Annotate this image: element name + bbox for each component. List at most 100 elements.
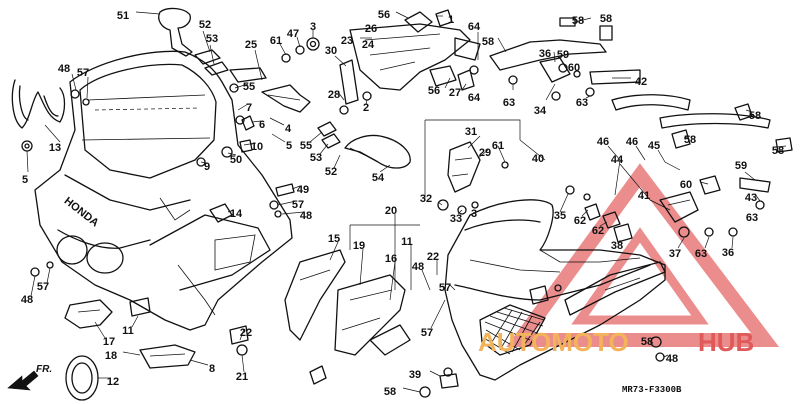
watermark-part1: AUTOMOTO (478, 327, 629, 357)
callout-32: 32 (420, 193, 432, 205)
callout-63: 63 (695, 248, 707, 260)
callout-36: 36 (539, 48, 551, 60)
callout-44: 44 (611, 154, 624, 166)
callout-30: 30 (325, 45, 337, 57)
callout-10: 10 (251, 141, 263, 153)
callout-36: 36 (722, 247, 734, 259)
callout-37: 37 (669, 248, 681, 260)
front-marker-label: FR. (36, 364, 52, 375)
callout-48: 48 (666, 353, 678, 365)
inner-panels (284, 224, 420, 385)
callout-63: 63 (746, 212, 758, 224)
callout-13: 13 (49, 142, 61, 154)
callout-18: 18 (105, 350, 117, 362)
callout-43: 43 (745, 192, 757, 204)
front-arrow: FR. (7, 364, 52, 391)
callout-53: 53 (206, 33, 218, 45)
callout-11: 11 (401, 236, 413, 248)
callout-3: 3 (471, 208, 477, 220)
callout-63: 63 (576, 97, 588, 109)
callout-57: 57 (77, 67, 89, 79)
callout-22: 22 (427, 251, 439, 263)
callout-7: 7 (246, 102, 252, 114)
stay-40-region (424, 119, 546, 200)
lower-cowl (419, 199, 666, 398)
callout-57: 57 (292, 199, 304, 211)
callout-14: 14 (230, 208, 243, 220)
callout-59: 59 (735, 160, 747, 172)
callout-62: 62 (592, 225, 604, 237)
callout-48: 48 (21, 294, 33, 306)
callout-2: 2 (363, 102, 369, 114)
callout-51: 51 (117, 10, 129, 22)
callout-50: 50 (230, 154, 242, 166)
callout-3: 3 (310, 21, 316, 33)
callout-48: 48 (300, 210, 312, 222)
callout-21: 21 (236, 371, 248, 383)
callout-63: 63 (503, 97, 515, 109)
callout-28: 28 (328, 89, 340, 101)
callout-23: 23 (341, 35, 353, 47)
callout-1: 1 (448, 14, 454, 26)
callout-60: 60 (680, 179, 692, 191)
watermark-text: AUTOMOTO HUB (478, 327, 754, 357)
bracket-31 (437, 141, 509, 215)
callout-20: 20 (385, 205, 397, 217)
callout-17: 17 (103, 336, 115, 348)
small-parts-left (11, 7, 341, 223)
callout-31: 31 (465, 126, 477, 138)
callout-34: 34 (534, 105, 547, 117)
callout-45: 45 (648, 140, 660, 152)
callout-8: 8 (209, 363, 215, 375)
callout-58: 58 (749, 110, 761, 122)
callout-5: 5 (286, 140, 292, 152)
callout-41: 41 (638, 190, 650, 202)
callout-39: 39 (409, 369, 421, 381)
callout-55: 55 (243, 81, 255, 93)
callout-12: 12 (107, 376, 119, 388)
callout-58: 58 (641, 336, 653, 348)
callout-59: 59 (557, 49, 569, 61)
callout-15: 15 (328, 233, 340, 245)
callout-46: 46 (626, 136, 638, 148)
callout-29: 29 (479, 147, 491, 159)
callout-38: 38 (611, 240, 623, 252)
callout-61: 61 (492, 140, 504, 152)
callout-58: 58 (384, 386, 396, 398)
callout-55: 55 (300, 140, 312, 152)
callout-22: 22 (240, 327, 252, 339)
callout-49: 49 (297, 184, 309, 196)
fairing-stay (339, 9, 481, 115)
svg-text:HONDA: HONDA (62, 195, 101, 229)
watermark-logo (506, 163, 780, 347)
diagram-code: MR73-F3300B (622, 385, 682, 395)
callout-42: 42 (635, 76, 647, 88)
callout-64: 64 (468, 21, 481, 33)
callout-48: 48 (58, 63, 70, 75)
callout-40: 40 (532, 153, 544, 165)
callout-26: 26 (365, 23, 377, 35)
callout-24: 24 (362, 39, 375, 51)
brackets-35-38 (565, 175, 771, 243)
callout-9: 9 (204, 161, 210, 173)
callout-16: 16 (385, 253, 397, 265)
callout-56: 56 (378, 9, 390, 21)
callout-35: 35 (554, 210, 566, 222)
lower-left-parts (30, 261, 249, 401)
callout-4: 4 (285, 123, 292, 135)
callout-52: 52 (199, 19, 211, 31)
callout-5: 5 (22, 174, 28, 186)
callout-64: 64 (468, 92, 481, 104)
callout-54: 54 (372, 172, 385, 184)
callout-48: 48 (412, 261, 424, 273)
callout-60: 60 (568, 62, 580, 74)
callout-25: 25 (245, 39, 257, 51)
callout-33: 33 (450, 213, 462, 225)
callout-57: 57 (37, 281, 49, 293)
callout-11: 11 (122, 325, 134, 337)
callout-58: 58 (772, 145, 784, 157)
watermark-part2: HUB (698, 327, 754, 357)
callout-6: 6 (259, 119, 265, 131)
